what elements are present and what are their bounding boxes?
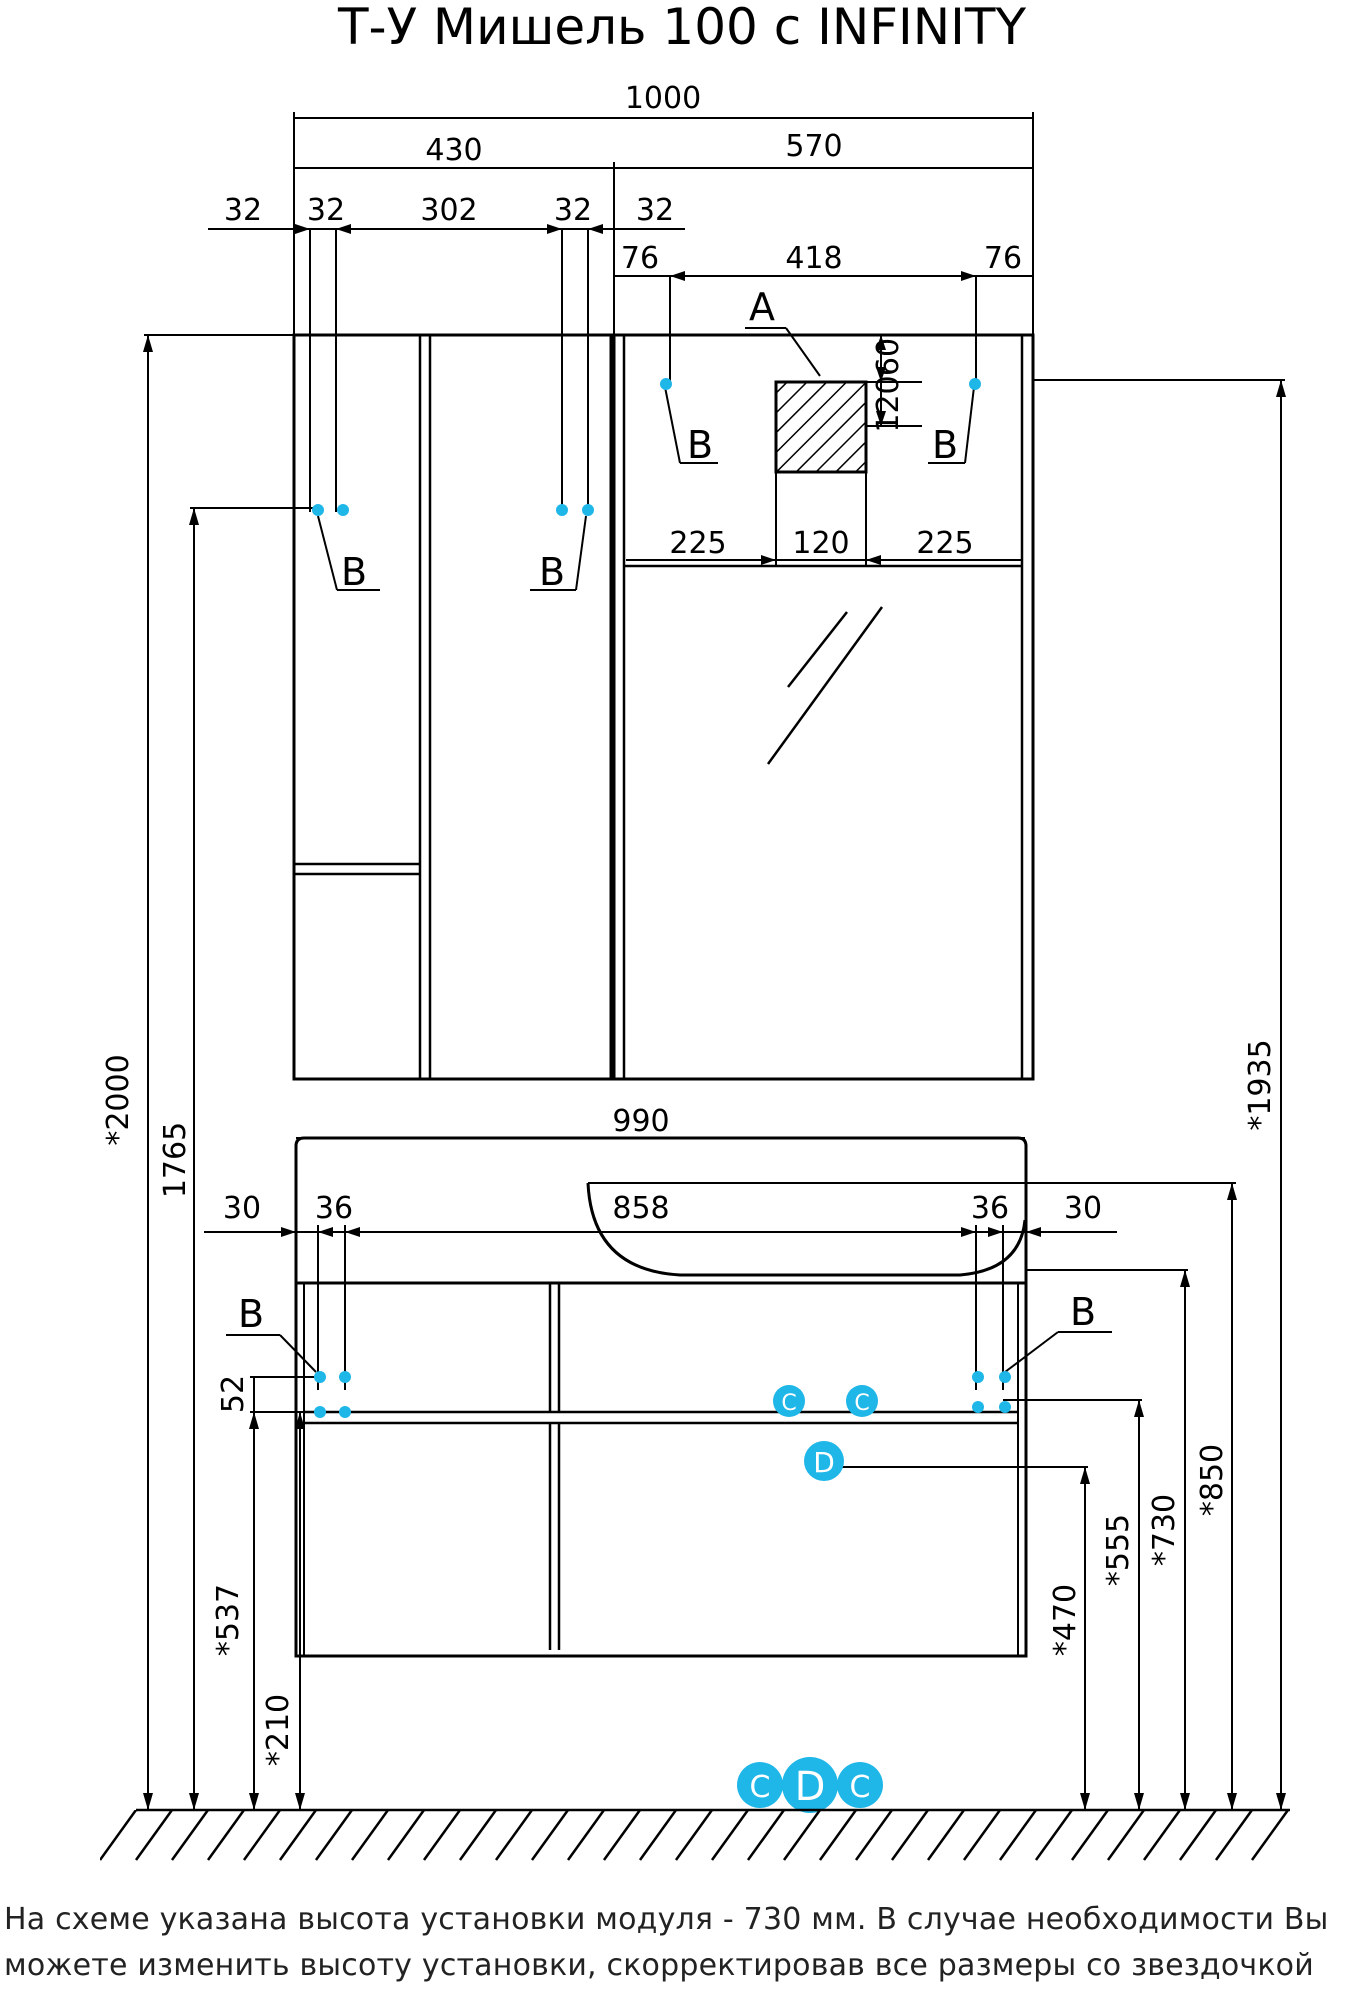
dim-36-right: 36	[971, 1191, 1009, 1226]
floor-marker-c-left	[737, 1762, 783, 1808]
floor	[100, 1808, 1290, 1861]
callout-b-label-penal-left: B	[341, 550, 367, 594]
width-dimension-texts: 1000 430 570 32 32 302 32 32 76 418 76 2…	[224, 81, 1022, 561]
dim-left-width: 430	[425, 133, 482, 168]
marker-c-right-label: C	[854, 1391, 869, 1416]
dim-height-1935: *1935	[1243, 1039, 1278, 1130]
dim-total-width: 1000	[625, 81, 701, 116]
dim-height-210: *210	[261, 1694, 296, 1766]
floor-marker-d	[782, 1757, 838, 1813]
callout-letters: A B B B B B B	[238, 285, 1096, 1336]
callout-b-label-vanity-left: B	[238, 1292, 264, 1336]
dim-30-right: 30	[1064, 1191, 1102, 1226]
callout-a-label: A	[749, 285, 775, 329]
dim-30-left: 30	[223, 1191, 261, 1226]
floor-marker-c-left-label: C	[750, 1770, 771, 1805]
drawing-title: Т-У Мишель 100 с INFINITY	[337, 0, 1026, 56]
dim-height-470: *470	[1048, 1584, 1083, 1656]
dim-32-outer-left: 32	[224, 193, 262, 228]
mounting-point-markers	[312, 378, 1011, 1418]
horizontal-dimension-arrows	[281, 224, 1041, 1237]
dim-height-2000: *2000	[101, 1054, 136, 1145]
dim-418: 418	[785, 241, 842, 276]
dim-32-outer-right: 32	[636, 193, 674, 228]
dim-height-537: *537	[211, 1584, 246, 1656]
floor-marker-d-label: D	[795, 1764, 826, 1810]
dim-76-right: 76	[984, 241, 1022, 276]
marker-d-label: D	[813, 1446, 835, 1479]
marker-c-left	[773, 1385, 805, 1417]
height-dimension-lines	[144, 334, 1285, 1810]
floor-marker-c-right-label: C	[850, 1770, 871, 1805]
dim-225-right: 225	[916, 526, 973, 561]
dim-height-730: *730	[1147, 1494, 1182, 1566]
height-dimension-arrows	[143, 335, 1286, 1810]
dim-60: 60	[871, 338, 906, 376]
upper-cabinets	[292, 333, 1035, 1081]
caption-line-2: можете изменить высоту установки, скорре…	[4, 1948, 1314, 1983]
callout-leaders	[226, 327, 1112, 1373]
dim-302: 302	[420, 193, 477, 228]
dim-120-vertical: 120	[871, 375, 906, 432]
callout-b-label-vanity-right: B	[1070, 1290, 1096, 1334]
dim-height-555: *555	[1101, 1514, 1136, 1586]
width-dimension-lines	[208, 112, 1034, 566]
dim-76-left: 76	[621, 241, 659, 276]
utility-markers: C C D C C D	[737, 1385, 883, 1813]
dim-36-left: 36	[315, 1191, 353, 1226]
height-dimension-texts: *2000 1765 *537 *210 *470 *555 *730 *850…	[101, 1039, 1278, 1766]
floor-marker-c-right	[837, 1762, 883, 1808]
dim-height-850: *850	[1195, 1444, 1230, 1516]
dim-32-left: 32	[307, 193, 345, 228]
caption-line-1: На схеме указана высота установки модуля…	[4, 1902, 1329, 1937]
dim-225-left: 225	[669, 526, 726, 561]
marker-c-right	[846, 1385, 878, 1417]
dim-height-1765: 1765	[158, 1122, 193, 1198]
mirror-glare-lines	[766, 606, 884, 765]
callout-b-label-penal-right: B	[539, 550, 565, 594]
callout-b-label-mirror-left: B	[687, 423, 713, 467]
dim-right-width: 570	[785, 129, 842, 164]
dim-990: 990	[612, 1104, 669, 1139]
dim-52: 52	[216, 1375, 251, 1413]
marker-d	[804, 1441, 844, 1481]
vanity-dimension-texts: 990 30 36 858 36 30 52	[216, 1104, 1102, 1413]
light-fixture-a	[774, 380, 868, 474]
callout-b-label-mirror-right: B	[932, 423, 958, 467]
dim-32-right: 32	[554, 193, 592, 228]
vanity-dimension-lines	[204, 1137, 1117, 1390]
dim-858: 858	[612, 1191, 669, 1226]
vanity-unit	[294, 1136, 1028, 1658]
dim-120-horizontal: 120	[792, 526, 849, 561]
marker-c-left-label: C	[781, 1391, 796, 1416]
